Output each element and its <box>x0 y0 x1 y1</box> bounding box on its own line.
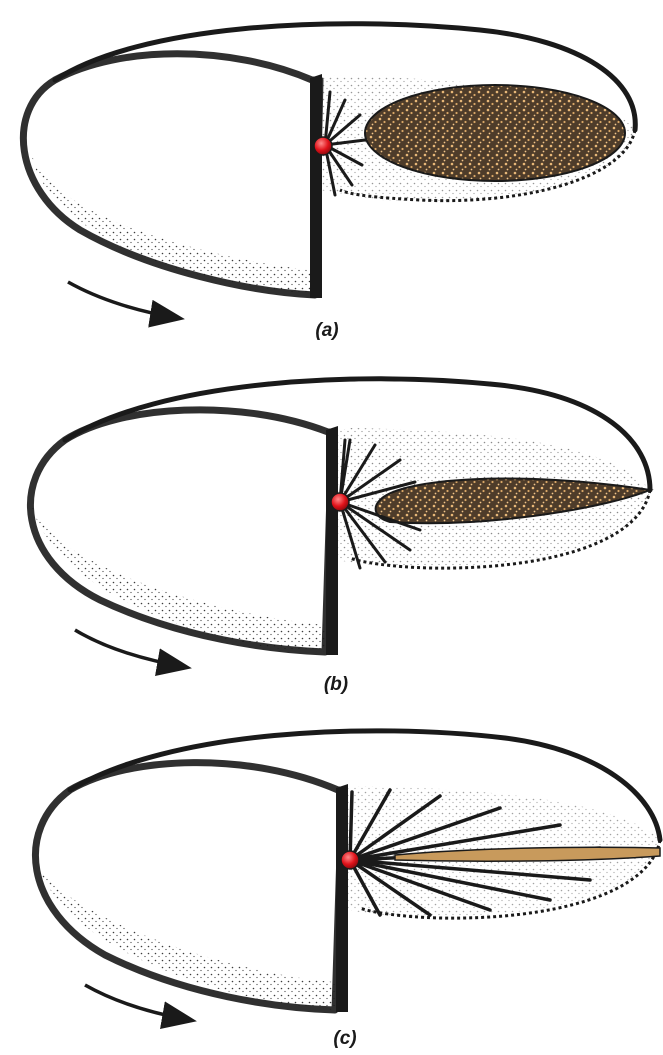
rotation-arrow <box>68 282 178 318</box>
cut-wall <box>336 784 348 1012</box>
hot-inner-disk <box>365 85 625 181</box>
rotation-arrow <box>75 630 185 667</box>
central-star <box>341 851 359 869</box>
cut-wall <box>326 426 338 655</box>
panel-c: (c) <box>35 731 660 1049</box>
panel-b: (b) <box>30 379 650 695</box>
panel-label-c: (c) <box>333 1028 356 1049</box>
rotation-arrow <box>85 985 190 1020</box>
panel-a: (a) <box>23 24 635 341</box>
panel-label-a: (a) <box>315 320 338 341</box>
central-star <box>314 137 332 155</box>
central-star <box>331 493 349 511</box>
cut-wall <box>310 74 322 298</box>
panel-label-b: (b) <box>324 674 348 695</box>
